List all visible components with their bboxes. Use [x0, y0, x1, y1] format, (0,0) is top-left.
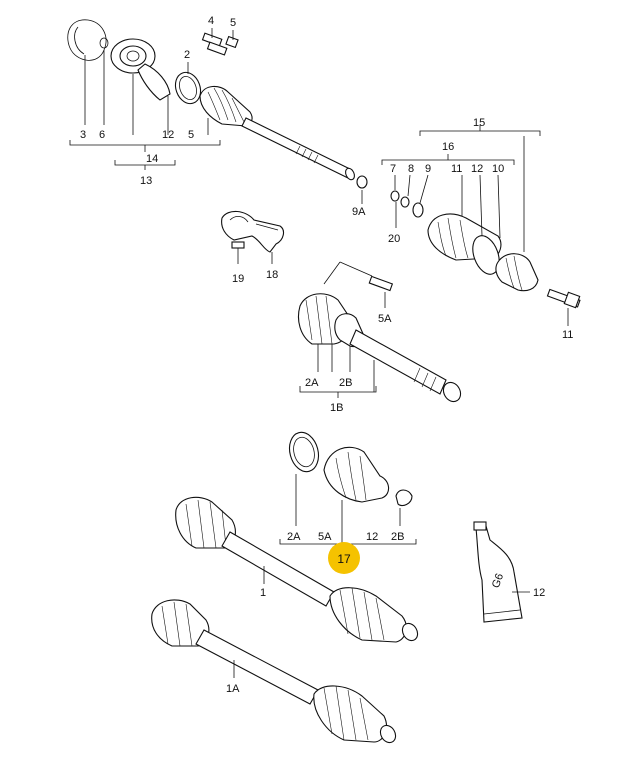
- washer-part-7: [390, 190, 400, 202]
- drive-shaft-1: [175, 496, 419, 643]
- label-9: 9: [425, 163, 431, 175]
- label-18: 18: [266, 269, 278, 281]
- label-10: 10: [492, 163, 504, 175]
- label-2A-middle: 2A: [305, 377, 319, 389]
- washer-part-8: [400, 196, 410, 208]
- bolt-part-5A: [368, 275, 394, 292]
- circlip-part-3: [67, 19, 107, 61]
- top-right-leaders: [381, 125, 569, 326]
- label-11-top: 11: [451, 163, 462, 175]
- bracket-part-18: [221, 210, 285, 253]
- label-5A-kit: 5A: [318, 531, 332, 543]
- label-15: 15: [473, 117, 485, 129]
- label-12-kit: 12: [366, 531, 378, 543]
- middle-shaft: [349, 329, 447, 395]
- top-left-assembly: [67, 19, 368, 189]
- clamp-part-10: [472, 235, 500, 275]
- label-13: 13: [140, 175, 152, 187]
- bolts-part-4-5: [201, 32, 239, 56]
- middle-assembly: [297, 261, 462, 403]
- ring-part-9: [412, 202, 424, 218]
- label-16: 16: [442, 141, 454, 153]
- outer-joint: [495, 253, 539, 292]
- bracket-assembly: [221, 210, 285, 264]
- label-6: 6: [99, 129, 105, 141]
- grease-tube-part-12: G6: [473, 521, 530, 623]
- label-1B: 1B: [330, 402, 343, 414]
- label-2: 2: [184, 49, 190, 61]
- clamp-ring-kit: [288, 431, 320, 473]
- label-7: 7: [390, 163, 396, 175]
- label-4: 4: [208, 15, 214, 27]
- highlight-marker-17: [328, 542, 360, 574]
- tube-label: G6: [490, 572, 506, 590]
- label-12-top: 12: [162, 129, 174, 141]
- label-2B-middle: 2B: [339, 377, 352, 389]
- small-clamp-kit: [395, 489, 413, 507]
- label-20: 20: [388, 233, 400, 245]
- label-5: 5: [230, 17, 236, 29]
- label-1: 1: [260, 587, 266, 599]
- nut-part-9A: [356, 175, 368, 189]
- label-14: 14: [146, 153, 158, 165]
- bolt-part-19: [231, 241, 245, 249]
- drive-shaft-1A: [151, 599, 397, 744]
- top-left-leaders: [69, 28, 363, 204]
- clamp-part-2: [174, 71, 202, 105]
- label-3: 3: [80, 129, 86, 141]
- label-17: 17: [337, 552, 351, 566]
- ring-part-6: [99, 37, 109, 49]
- boot-kit: [323, 446, 390, 503]
- middle-leaders: [299, 292, 386, 398]
- label-1A: 1A: [226, 683, 240, 695]
- label-11-bottom: 11: [562, 329, 573, 341]
- label-12-tube: 12: [533, 587, 545, 599]
- top-shaft: [241, 117, 355, 181]
- label-12-right: 12: [471, 163, 483, 175]
- label-19: 19: [232, 273, 244, 285]
- label-9A: 9A: [352, 206, 366, 218]
- label-2B-kit: 2B: [391, 531, 404, 543]
- flange-part: [110, 38, 171, 101]
- label-8: 8: [408, 163, 414, 175]
- repair-kit-17: [288, 431, 413, 507]
- label-5-top: 5: [188, 129, 194, 141]
- label-2A-kit: 2A: [287, 531, 301, 543]
- label-5A-middle: 5A: [378, 313, 392, 325]
- top-right-assembly: [390, 190, 581, 309]
